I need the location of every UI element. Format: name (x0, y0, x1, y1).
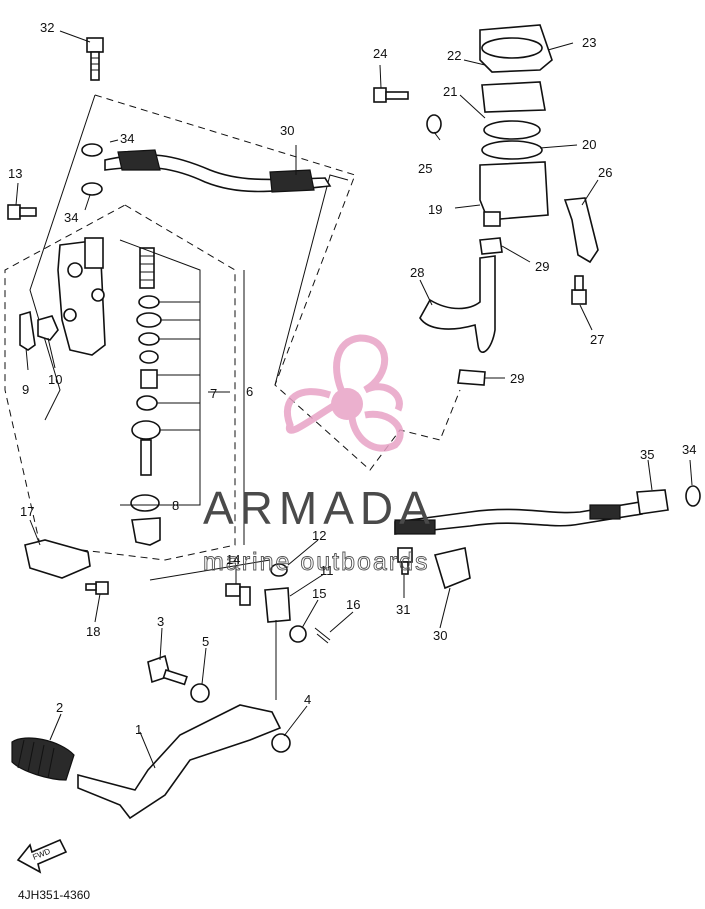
callout-31: 30 (433, 628, 447, 643)
callout-18: 18 (86, 624, 100, 639)
callout-21: 21 (443, 84, 457, 99)
rod-end-9 (19, 310, 36, 351)
callout-30: 30 (280, 123, 294, 138)
callout-9: 9 (22, 382, 29, 397)
footer-code: 4JH351-4360 (18, 888, 90, 902)
callout-4: 4 (304, 692, 311, 707)
callout-34-a: 34 (120, 131, 134, 146)
assembly-outline-hose-path (274, 174, 349, 386)
bracket-31 (433, 547, 471, 590)
clamp-29-lower (457, 369, 486, 386)
piston-kit-7 (130, 247, 162, 546)
propeller-hub (331, 388, 363, 420)
bolt-27 (571, 275, 587, 305)
washer-34-upper (81, 143, 103, 157)
clevis-11 (264, 587, 291, 623)
callout-34-c: 34 (682, 442, 696, 457)
callout-8: 8 (172, 498, 179, 513)
cotter-16 (314, 627, 331, 644)
callout-2: 2 (56, 700, 63, 715)
washer-5 (190, 683, 210, 703)
callout-5: 5 (202, 634, 209, 649)
nut-12 (270, 563, 288, 577)
master-cylinder-body (57, 237, 106, 356)
callout-25: 25 (418, 161, 432, 176)
callout-35: 35 (640, 447, 654, 462)
propeller-blade-bottom (348, 410, 404, 452)
callout-23: 23 (582, 35, 596, 50)
assembly-outline-kit (4, 204, 236, 561)
bracket-26 (563, 197, 599, 264)
callout-1: 1 (135, 722, 142, 737)
bracket-17 (24, 539, 91, 579)
bolt-13 (7, 204, 37, 220)
callout-6: 6 (246, 384, 253, 399)
watermark-brand: ARMADA (203, 482, 436, 534)
callout-26: 26 (598, 165, 612, 180)
callout-14: 14 (226, 552, 240, 567)
assembly-outline-hose (29, 94, 96, 421)
assembly-outline-lower (149, 559, 271, 581)
clamp-29-upper (479, 237, 503, 255)
bolt-33 (86, 37, 104, 81)
callout-13: 13 (8, 166, 22, 181)
callout-28: 28 (410, 265, 424, 280)
washer-34-lower (81, 182, 103, 196)
callout-24: 24 (373, 46, 387, 61)
callout-32: 31 (396, 602, 410, 617)
callout-17: 17 (20, 504, 34, 519)
washer-34-right (685, 485, 701, 507)
callout-19: 19 (428, 202, 442, 217)
hose-28 (419, 255, 496, 353)
callout-12: 12 (312, 528, 326, 543)
callout-7: 7 (210, 386, 217, 401)
bolt-24 (373, 87, 409, 103)
callouts: 32 34 34 13 9 10 30 24 22 23 21 20 25 19… (8, 20, 696, 737)
callout-3: 3 (157, 614, 164, 629)
washer-15 (289, 625, 307, 643)
pin-14 (225, 583, 251, 606)
assembly-outline-master-cylinder (94, 94, 461, 471)
callout-29-a: 29 (535, 259, 549, 274)
callout-33: 32 (40, 20, 54, 35)
hose-30 (104, 149, 332, 193)
callout-16: 16 (346, 597, 360, 612)
leader-lines (15, 30, 693, 769)
footrest-2 (11, 737, 75, 781)
watermark-tagline: marine outboards (203, 548, 430, 576)
washer-4 (271, 733, 291, 753)
callout-29-b: 29 (510, 371, 524, 386)
propeller-blade-top (333, 334, 403, 412)
bracket-7 (119, 239, 201, 506)
callout-20: 20 (582, 137, 596, 152)
brake-hose-35 (394, 489, 669, 535)
washer-25 (426, 114, 442, 134)
callout-27: 27 (590, 332, 604, 347)
propeller-blade-left (283, 388, 337, 434)
nut-10 (37, 315, 59, 341)
reservoir-assembly (479, 24, 553, 227)
callout-10: 10 (48, 372, 62, 387)
callout-34-b: 34 (64, 210, 78, 225)
fwd-arrow-icon: FWD (16, 838, 68, 874)
watermark-logo (283, 334, 404, 452)
callout-11: 11 (320, 563, 334, 578)
bolt-18 (85, 581, 109, 595)
bolt-32 (397, 547, 413, 575)
callout-15: 15 (312, 586, 326, 601)
brake-pedal-1 (77, 704, 282, 820)
callout-22: 22 (447, 48, 461, 63)
bolt-3 (147, 654, 188, 686)
